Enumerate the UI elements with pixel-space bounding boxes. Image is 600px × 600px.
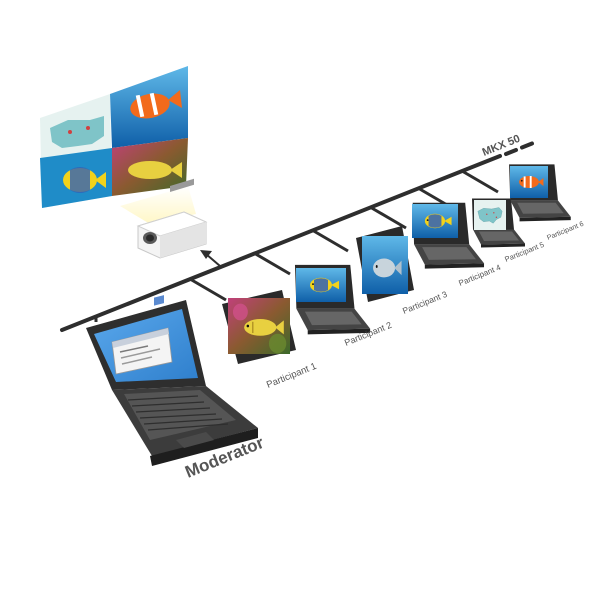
moderator-keyboard [124, 390, 236, 440]
projector [136, 178, 208, 259]
participant-label-1: Participant 1 [265, 361, 318, 391]
participant-1-monitor [222, 290, 296, 364]
participant-3-monitor [356, 226, 414, 302]
moderator-trackpad [176, 432, 214, 448]
participant-2-laptop [294, 264, 371, 335]
moderator-laptop [86, 295, 258, 466]
projection-screen [40, 66, 188, 208]
coral-fish-panel [128, 161, 182, 179]
network-cable [60, 141, 534, 332]
participant-label-3: Participant 3 [401, 289, 449, 316]
usa-map-panel [50, 116, 104, 148]
projector-arrow [200, 250, 221, 267]
angelfish-panel [63, 167, 106, 193]
participant-6-laptop [509, 164, 571, 222]
participant-label-6: Participant 6 [546, 221, 585, 242]
moderator-app-window [111, 295, 173, 375]
clownfish-panel [130, 90, 182, 119]
